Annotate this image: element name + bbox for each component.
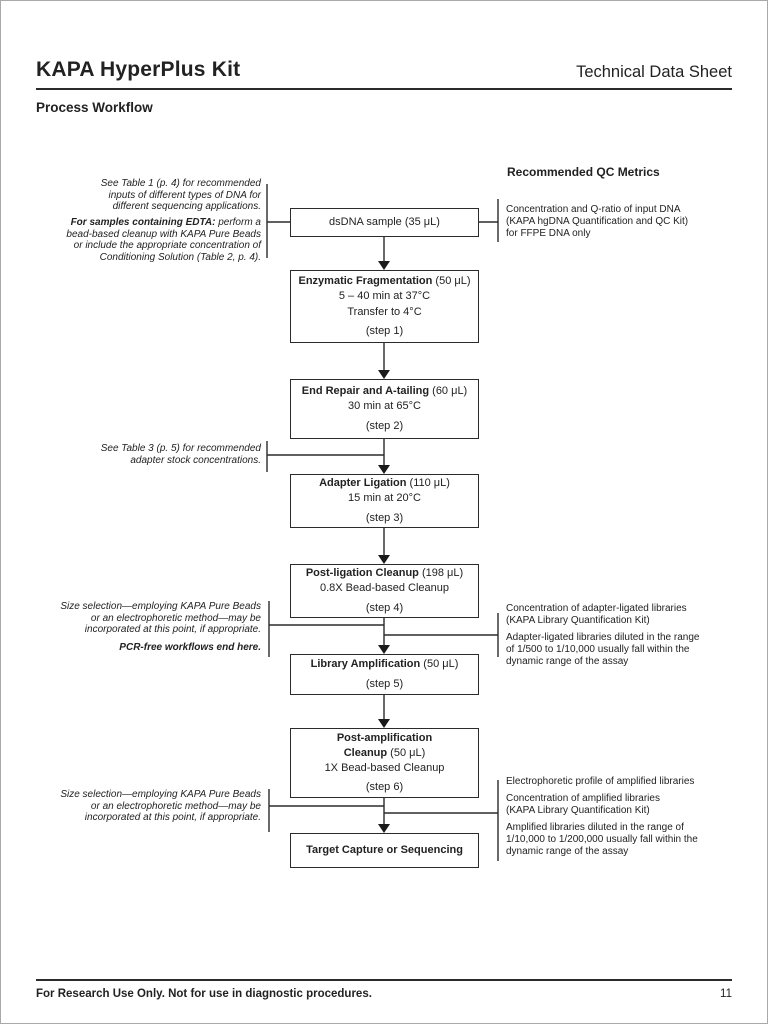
qc-metrics-heading: Recommended QC Metrics: [507, 165, 660, 179]
flow-box-dsdna-sample: dsDNA sample (35 μL): [290, 208, 479, 237]
footer-rule: [36, 979, 732, 981]
flow-box-end-repair-a-tailing: End Repair and A-tailing (60 μL) 30 min …: [290, 379, 479, 439]
doc-type-label: Technical Data Sheet: [576, 63, 732, 81]
section-title: Process Workflow: [36, 100, 153, 115]
box-title: Post-ligation Cleanup (198 μL): [305, 567, 464, 580]
box-detail: 30 min at 65°C: [348, 400, 421, 413]
note-pcr-free: PCR-free workflows end here.: [119, 642, 261, 653]
qc-note-electrophoretic-profile: Electrophoretic profile of amplified lib…: [506, 776, 695, 787]
flow-box-target-capture-sequencing: Target Capture or Sequencing: [290, 833, 479, 868]
note-table1: See Table 1 (p. 4) for recommended input…: [100, 178, 261, 213]
flow-box-library-amplification: Library Amplification (50 μL) (step 5): [290, 654, 479, 695]
qc-note-adapter-ligated-concentration: Concentration of adapter-ligated librari…: [506, 603, 687, 627]
box-title: dsDNA sample (35 μL): [329, 215, 440, 228]
note-edta: For samples containing EDTA: perform a b…: [29, 217, 261, 264]
box-detail: Transfer to 4°C: [347, 305, 422, 318]
box-title: Adapter Ligation (110 μL): [319, 477, 450, 490]
note-edta-rest: perform a bead-based cleanup with KAPA P…: [66, 217, 261, 264]
box-detail: 5 – 40 min at 37°C: [338, 290, 431, 303]
flow-box-enzymatic-fragmentation: Enzymatic Fragmentation (50 μL) 5 – 40 m…: [290, 270, 479, 343]
header-rule: [36, 88, 732, 90]
box-step-label: (step 4): [365, 601, 404, 614]
box-title: Enzymatic Fragmentation (50 μL): [298, 275, 471, 288]
box-step-label: (step 5): [365, 677, 404, 690]
note-size-selection-2: Size selection—employing KAPA Pure Beads…: [60, 789, 261, 824]
box-step-label: (step 3): [365, 511, 404, 524]
qc-note-amplified-dilution: Amplified libraries diluted in the range…: [506, 822, 698, 858]
flow-box-post-amplification-cleanup: Post-amplification Cleanup (50 μL) 1X Be…: [290, 728, 479, 798]
box-step-label: (step 1): [365, 324, 404, 337]
qc-note-adapter-ligated-dilution: Adapter-ligated libraries diluted in the…: [506, 632, 700, 668]
box-title: Post-amplification Cleanup (50 μL): [336, 731, 433, 759]
note-size-selection-1: Size selection—employing KAPA Pure Beads…: [60, 601, 261, 636]
qc-note-amplified-concentration: Concentration of amplified libraries (KA…: [506, 793, 660, 817]
box-detail: 15 min at 20°C: [348, 492, 421, 505]
note-table3: See Table 3 (p. 5) for recommended adapt…: [100, 443, 261, 466]
box-detail: 0.8X Bead-based Cleanup: [319, 582, 450, 595]
note-edta-bold: For samples containing EDTA:: [70, 217, 216, 228]
page-title: KAPA HyperPlus Kit: [36, 58, 241, 81]
box-step-label: (step 6): [365, 781, 404, 794]
box-title: Target Capture or Sequencing: [306, 843, 463, 856]
footer-notice: For Research Use Only. Not for use in di…: [36, 988, 372, 1000]
box-title: Library Amplification (50 μL): [310, 658, 459, 671]
box-detail: 1X Bead-based Cleanup: [324, 762, 445, 774]
flow-box-adapter-ligation: Adapter Ligation (110 μL) 15 min at 20°C…: [290, 474, 479, 528]
page-number: 11: [720, 988, 732, 1000]
box-title: End Repair and A-tailing (60 μL): [301, 385, 468, 398]
box-step-label: (step 2): [365, 419, 404, 432]
qc-note-input-dna: Concentration and Q-ratio of input DNA (…: [506, 204, 689, 240]
flow-box-post-ligation-cleanup: Post-ligation Cleanup (198 μL) 0.8X Bead…: [290, 564, 479, 618]
